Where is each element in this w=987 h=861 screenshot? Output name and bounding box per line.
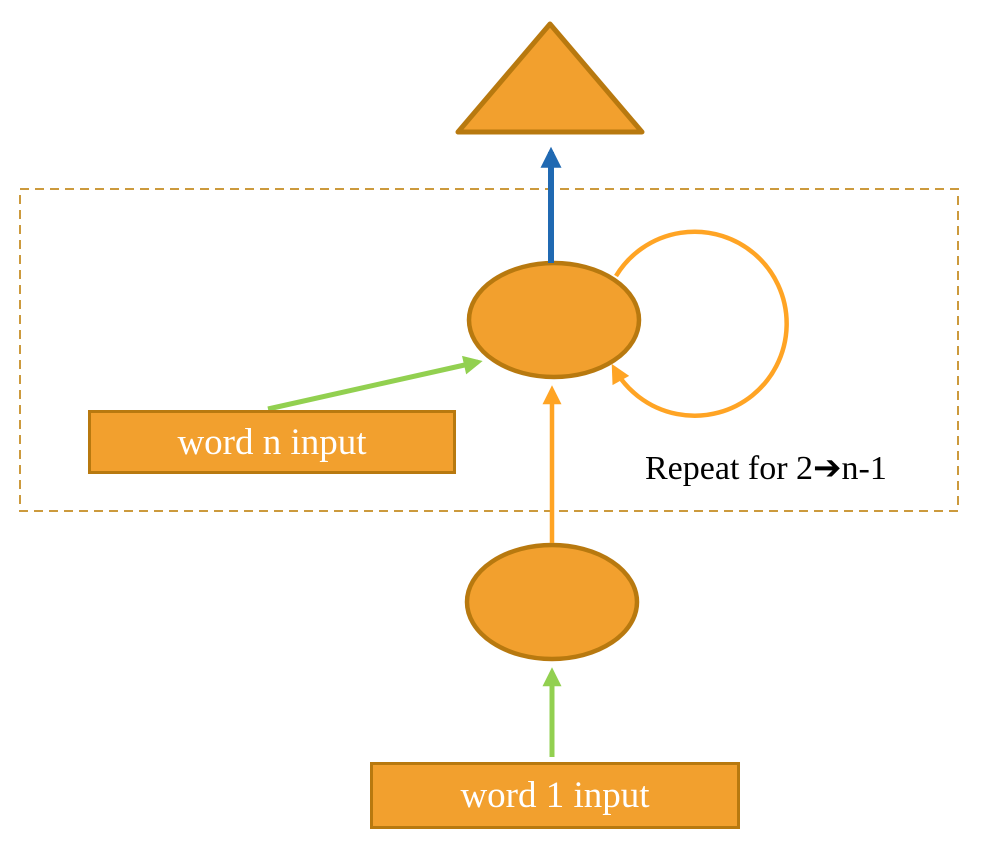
word-1-input-box: word 1 input (370, 762, 740, 829)
word-n-input-label: word n input (177, 421, 367, 463)
hidden-state-node-upper (466, 260, 642, 380)
word-n-input-box: word n input (88, 410, 456, 474)
repeat-region-box (19, 188, 959, 512)
word-1-input-label: word 1 input (460, 775, 650, 816)
recurrent-loop-arrow (611, 229, 789, 418)
word-n-input-arrow (267, 355, 483, 412)
repeat-note: Repeat for 2➔n-1 (645, 450, 887, 487)
hidden-state-node-lower (464, 542, 640, 662)
output-triangle (455, 21, 645, 135)
